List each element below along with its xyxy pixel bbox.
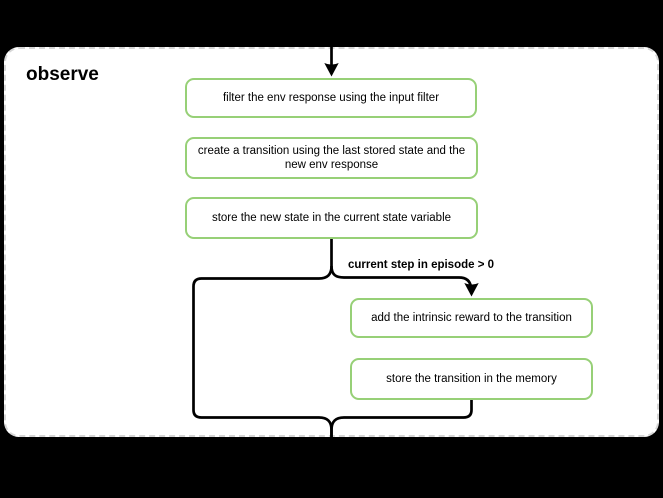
incoming-arrowhead-icon: [324, 63, 339, 77]
branch-condition-label: current step in episode > 0: [348, 259, 495, 271]
flow-node-add-intrinsic-reward: add the intrinsic reward to the transiti…: [350, 298, 593, 338]
flow-node-store-new-state: store the new state in the current state…: [185, 197, 478, 239]
flow-node-create-transition: create a transition using the last store…: [185, 137, 478, 179]
skip-branch-line: [192, 265, 333, 441]
true-branch-line: [330, 265, 473, 288]
flow-node-store-transition: store the transition in the memory: [350, 358, 593, 400]
group-title: observe: [26, 64, 99, 85]
merge-exit-line: [330, 399, 473, 441]
true-branch-arrowhead-icon: [464, 283, 479, 297]
flow-node-filter-env-response: filter the env response using the input …: [185, 78, 477, 118]
